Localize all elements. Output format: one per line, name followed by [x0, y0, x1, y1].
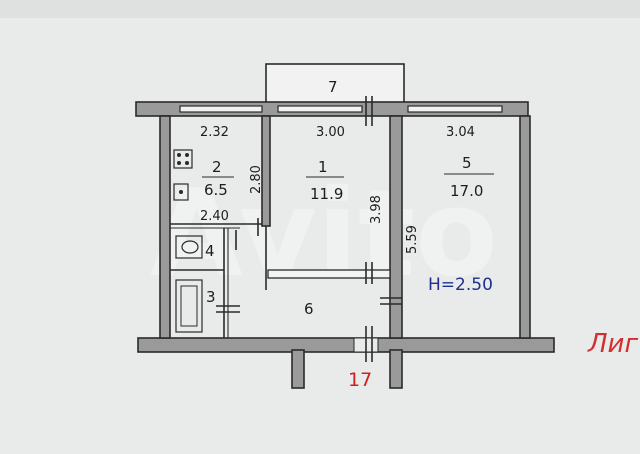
window-room-1	[277, 105, 363, 113]
room-3-number: 3	[206, 288, 216, 306]
entrance-label: 17	[348, 369, 372, 391]
wall-room1-room5	[389, 115, 403, 339]
watermark-text: Avito	[150, 165, 498, 304]
window-room-5	[407, 105, 503, 113]
stair-wall-right	[389, 349, 403, 389]
room-5-area: 17.0	[450, 182, 483, 200]
left-wall	[159, 115, 171, 339]
room-2-number: 2	[212, 158, 222, 176]
room-5-number: 5	[462, 154, 472, 172]
window-kitchen	[179, 105, 263, 113]
room1-bottom-wall	[267, 269, 391, 279]
dim-kitchen-depth: 2.80	[249, 165, 264, 194]
room-2-area: 6.5	[204, 181, 228, 199]
bathtub-icon	[175, 279, 203, 333]
sink-icon	[173, 183, 189, 201]
dim-room5-width: 3.04	[446, 125, 475, 140]
stove-icon	[173, 149, 193, 169]
stair-wall-left	[291, 349, 305, 389]
room-4-number: 4	[205, 242, 215, 260]
dim-kitchen-lower: 2.40	[200, 209, 229, 224]
dim-room1-depth: 3.98	[369, 195, 384, 224]
bottom-wall	[137, 337, 555, 353]
toilet-icon	[175, 235, 203, 259]
right-wall	[519, 115, 531, 339]
room-1-number: 1	[318, 158, 328, 176]
balcony-label: 7	[328, 78, 338, 96]
dim-kitchen-width: 2.32	[200, 125, 229, 140]
room-1-area: 11.9	[310, 185, 343, 203]
dim-room5-depth: 5.59	[405, 225, 420, 254]
ceiling-height: H=2.50	[428, 275, 493, 295]
dim-room1-width: 3.00	[316, 125, 345, 140]
room-6-number: 6	[304, 300, 314, 318]
cut-off-text: Лиг	[587, 329, 638, 359]
